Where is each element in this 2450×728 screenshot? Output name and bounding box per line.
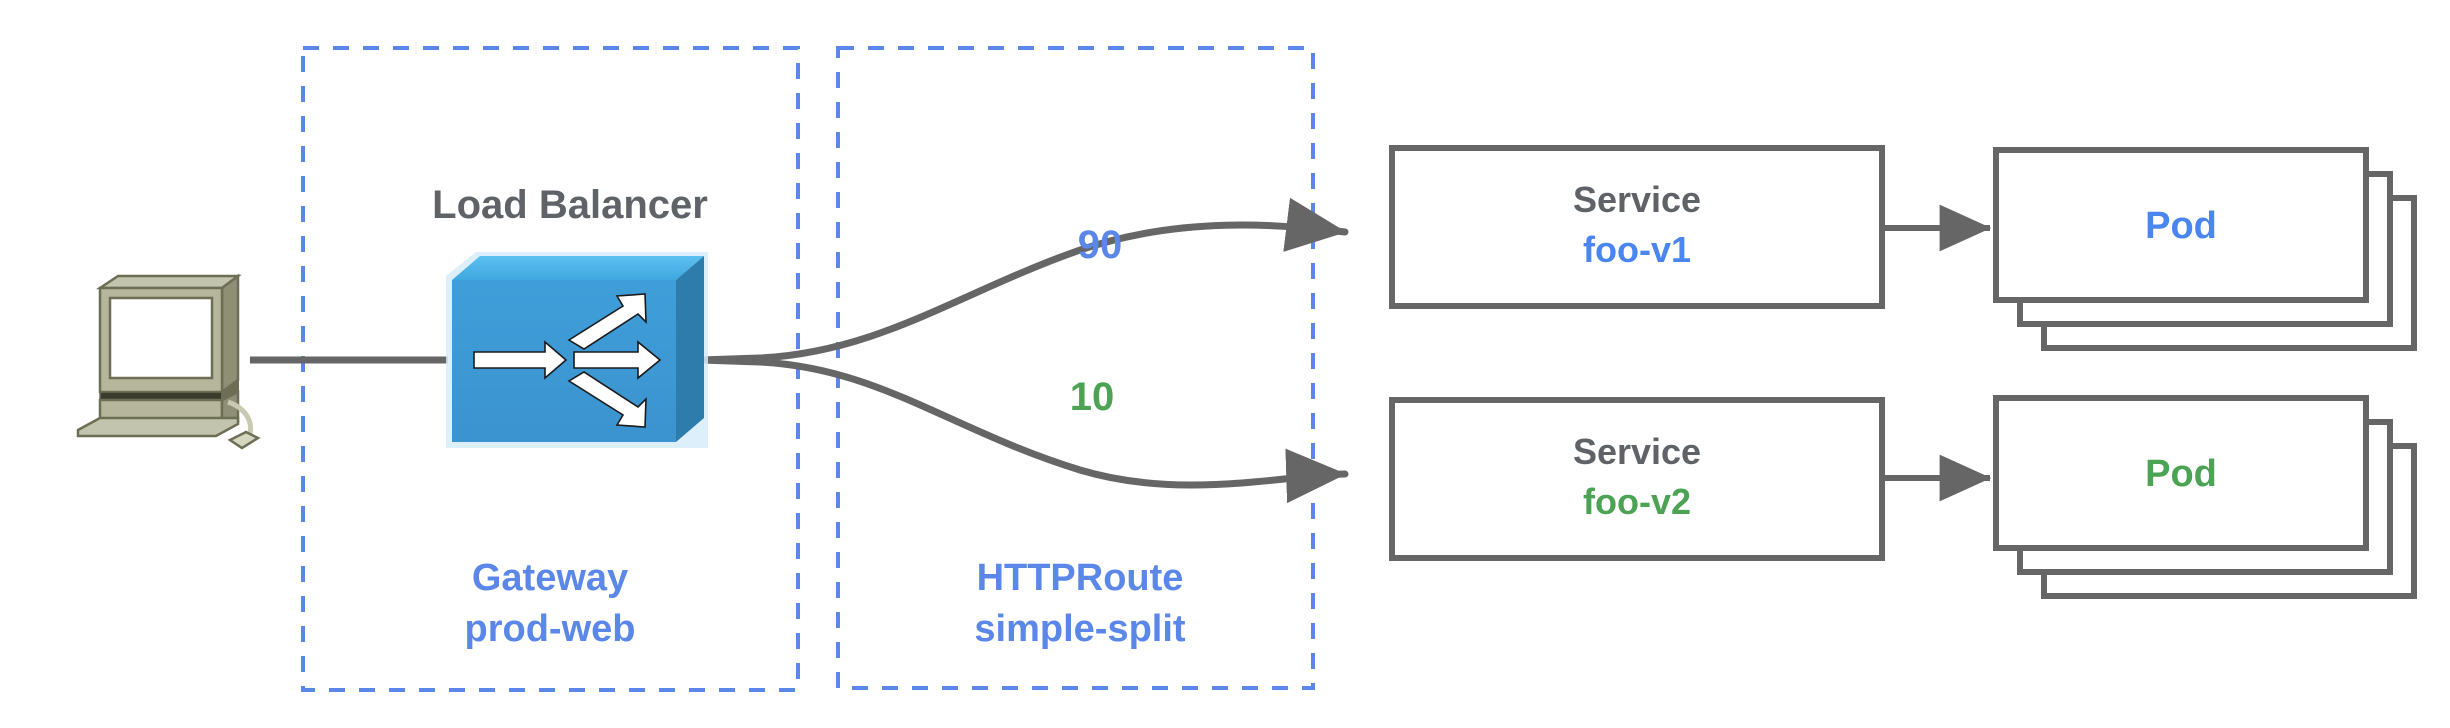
connector-loadbalancer-to-service-v1	[696, 197, 1349, 364]
service-box-foo-v1[interactable]: Service foo-v1	[1389, 145, 1885, 309]
computer-mouse	[227, 430, 261, 450]
computer-screen	[108, 296, 214, 380]
httproute-dashed-border	[836, 46, 1315, 690]
gateway-name-label: prod-web	[465, 608, 636, 650]
service-foo-v1-border	[1389, 145, 1885, 309]
loadbalancer-top-face	[452, 256, 704, 280]
computer-keyboard	[76, 416, 240, 438]
loadbalancer-inbound-arrow	[473, 340, 568, 380]
pod-stack-v1-label: Pod	[2145, 205, 2217, 247]
pod-stack-v1[interactable]: Pod	[1993, 147, 2417, 351]
computer-monitor-side	[220, 273, 240, 395]
connector-loadbalancer-to-service-v2	[696, 356, 1349, 504]
loadbalancer-side-face	[676, 256, 704, 442]
pod-stack-v1-layer-1	[1993, 147, 2369, 303]
group-box-httproute[interactable]: HTTPRoute simple-split	[836, 46, 1315, 690]
weight-label-90: 90	[1078, 223, 1123, 267]
httproute-kind-label: HTTPRoute	[977, 557, 1184, 599]
service-foo-v2-border	[1389, 397, 1885, 561]
page-title: Load Balancer	[432, 183, 708, 227]
loadbalancer-outbound-arrow-middle	[573, 340, 662, 380]
service-foo-v1-kind: Service	[1573, 179, 1701, 220]
pod-stack-v2-label: Pod	[2145, 453, 2217, 495]
computer-monitor-top	[95, 274, 242, 290]
service-foo-v2-name: foo-v2	[1583, 481, 1691, 522]
pod-stack-v2[interactable]: Pod	[1993, 395, 2417, 599]
service-foo-v1-name: foo-v1	[1583, 229, 1691, 270]
gateway-kind-label: Gateway	[472, 557, 628, 599]
loadbalancer-outbound-arrow-down	[567, 371, 647, 428]
loadbalancer-outbound-arrow-up	[567, 293, 647, 350]
service-box-foo-v2[interactable]: Service foo-v2	[1389, 397, 1885, 561]
group-box-gateway[interactable]: Gateway prod-web	[301, 46, 800, 692]
desktop-computer-icon	[76, 273, 261, 450]
load-balancer-switch-icon	[446, 252, 708, 448]
weight-label-10: 10	[1070, 375, 1115, 419]
service-foo-v2-kind: Service	[1573, 431, 1701, 472]
pod-stack-v2-layer-1	[1993, 395, 2369, 551]
httproute-name-label: simple-split	[974, 608, 1185, 650]
